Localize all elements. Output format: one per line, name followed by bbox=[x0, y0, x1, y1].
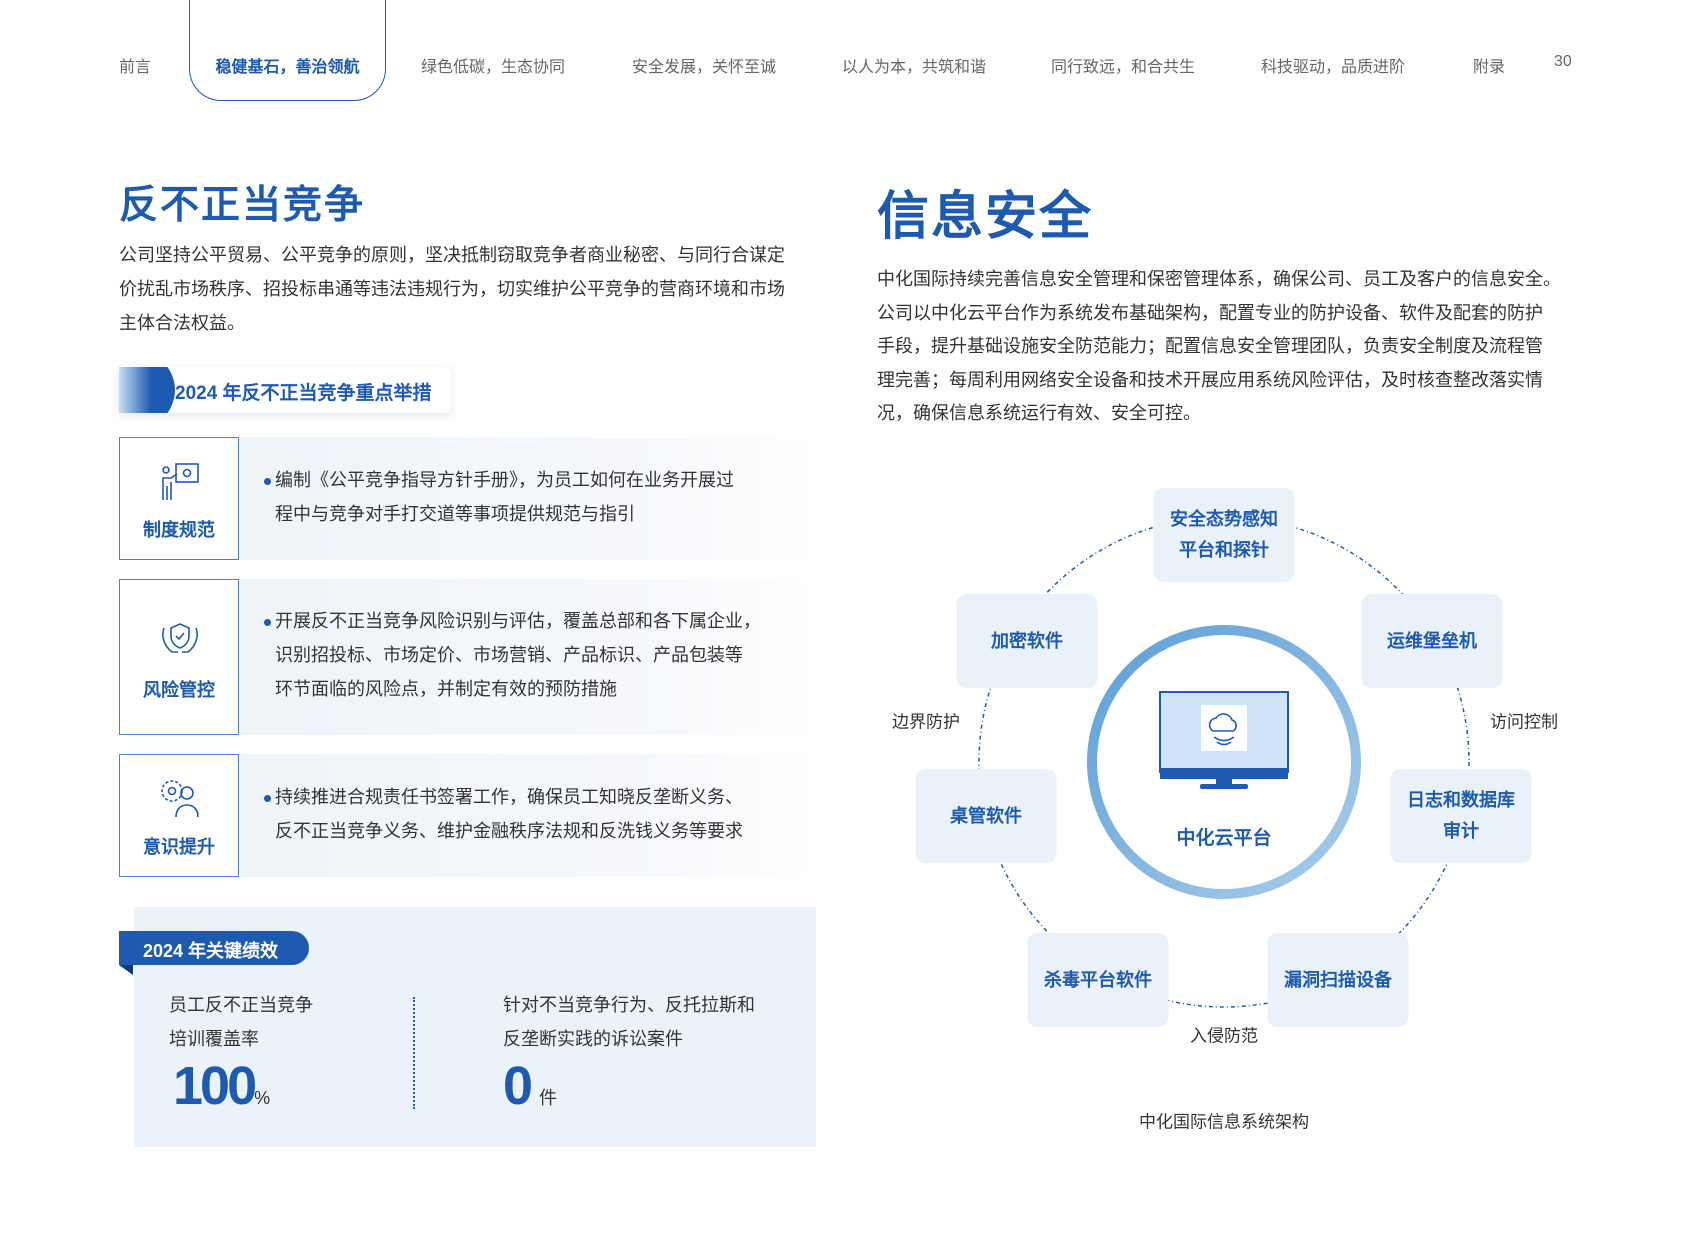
node-encryption-software: 加密软件 bbox=[956, 594, 1098, 688]
kpi-training-label: 员工反不正当竞争培训覆盖率 bbox=[169, 995, 313, 1049]
node-bastion-host: 运维堡垒机 bbox=[1361, 594, 1503, 688]
measures-badge-label: 2024 年反不正当竞争重点举措 bbox=[175, 383, 432, 404]
kpi-lawsuit-label: 针对不当竞争行为、反托拉斯和反垄断实践的诉讼案件 bbox=[503, 995, 755, 1049]
measure-line: 持续推进合规责任书签署工作，确保员工知晓反垄断义务、 bbox=[264, 780, 743, 814]
intro-line: 主体合法权益。 bbox=[119, 313, 245, 333]
node-desktop-management: 桌管软件 bbox=[915, 769, 1057, 863]
nav-item-green[interactable]: 绿色低碳，生态协同 bbox=[421, 59, 566, 76]
nav-item-technology[interactable]: 科技驱动，品质进阶 bbox=[1261, 59, 1406, 76]
measure-line: 程中与竞争对手打交道等事项提供规范与指引 bbox=[275, 504, 635, 524]
center-platform-label: 中化云平台 bbox=[1176, 828, 1272, 849]
measure-line: 编制《公平竞争指导方针手册》，为员工如何在业务开展过 bbox=[264, 463, 734, 497]
center-ring bbox=[1087, 625, 1361, 899]
measure-line: 环节面临的风险点，并制定有效的预防措施 bbox=[275, 679, 617, 699]
intro-line: 价扰乱市场秩序、招投标串通等违法违规行为，切实维护公平竞争的营商环境和市场 bbox=[119, 279, 785, 299]
kpi-divider bbox=[413, 997, 415, 1109]
nav-item-governance-active[interactable]: 稳健基石，善治领航 bbox=[189, 0, 386, 101]
label-boundary-protection: 边界防护 bbox=[892, 712, 960, 732]
person-gear-icon bbox=[161, 780, 199, 818]
info-security-intro: 中化国际持续完善信息安全管理和保密管理体系，确保公司、员工及客户的信息安全。公司… bbox=[877, 269, 1561, 423]
intro-line: 公司坚持公平贸易、公平竞争的原则，坚决抵制窃取竞争者商业秘密、与同行合谋定 bbox=[119, 245, 785, 265]
nav-item-people[interactable]: 以人为本，共筑和谐 bbox=[842, 59, 987, 76]
presentation-gear-icon bbox=[162, 463, 199, 500]
shield-hands-icon bbox=[162, 623, 198, 653]
key-performance-badge: 2024 年关键绩效 bbox=[119, 931, 309, 965]
measure-line: 开展反不正当竞争风险识别与评估，覆盖总部和各下属企业， bbox=[264, 604, 761, 638]
monitor-cloud-icon bbox=[1159, 691, 1289, 789]
node-log-db-audit: 日志和数据库审计 bbox=[1390, 769, 1532, 863]
measure-line: 识别招投标、市场定价、市场营销、产品标识、产品包装等 bbox=[275, 645, 743, 665]
badge-fold bbox=[119, 965, 133, 975]
node-antivirus: 杀毒平台软件 bbox=[1027, 933, 1169, 1027]
outer-dashed-ring bbox=[978, 516, 1470, 1008]
nav-item-preface[interactable]: 前言 bbox=[119, 59, 152, 76]
node-vulnerability-scanner: 漏洞扫描设备 bbox=[1267, 933, 1409, 1027]
node-security-awareness: 安全态势感知平台和探针 bbox=[1153, 488, 1295, 582]
measure-label: 意识提升 bbox=[143, 837, 215, 857]
measure-label: 风险管控 bbox=[143, 680, 215, 700]
section-title-information-security: 信息安全 bbox=[877, 188, 1094, 246]
kpi-training-value: 100% bbox=[173, 1056, 271, 1116]
measure-card: 意识提升 持续推进合规责任书签署工作，确保员工知晓反垄断义务、反不正当竞争义务、… bbox=[119, 754, 816, 877]
label-access-control: 访问控制 bbox=[1490, 712, 1558, 732]
section-title-anti-unfair-competition: 反不正当竞争 bbox=[119, 184, 366, 227]
measures-badge: 2024 年反不正当竞争重点举措 bbox=[119, 367, 451, 413]
diagram-caption: 中化国际信息系统架构 bbox=[1139, 1112, 1309, 1132]
label-intrusion-prevention: 入侵防范 bbox=[1190, 1026, 1258, 1046]
anti-competition-intro: 公司坚持公平贸易、公平竞争的原则，坚决抵制窃取竞争者商业秘密、与同行合谋定 价扰… bbox=[119, 238, 785, 340]
measure-label: 制度规范 bbox=[143, 520, 215, 540]
nav-item-label: 稳健基石，善治领航 bbox=[215, 59, 360, 76]
nav-item-safety[interactable]: 安全发展，关怀至诚 bbox=[632, 59, 777, 76]
measure-card: 制度规范 编制《公平竞争指导方针手册》，为员工如何在业务开展过程中与竞争对手打交… bbox=[119, 437, 816, 560]
measure-card: 风险管控 开展反不正当竞争风险识别与评估，覆盖总部和各下属企业， 识别招投标、市场… bbox=[119, 579, 816, 735]
page-number: 30 bbox=[1554, 53, 1572, 70]
nav-item-appendix[interactable]: 附录 bbox=[1473, 59, 1506, 76]
measure-line: 反不正当竞争义务、维护金融秩序法规和反洗钱义务等要求 bbox=[275, 821, 743, 841]
nav-item-partners[interactable]: 同行致远，和合共生 bbox=[1051, 59, 1196, 76]
